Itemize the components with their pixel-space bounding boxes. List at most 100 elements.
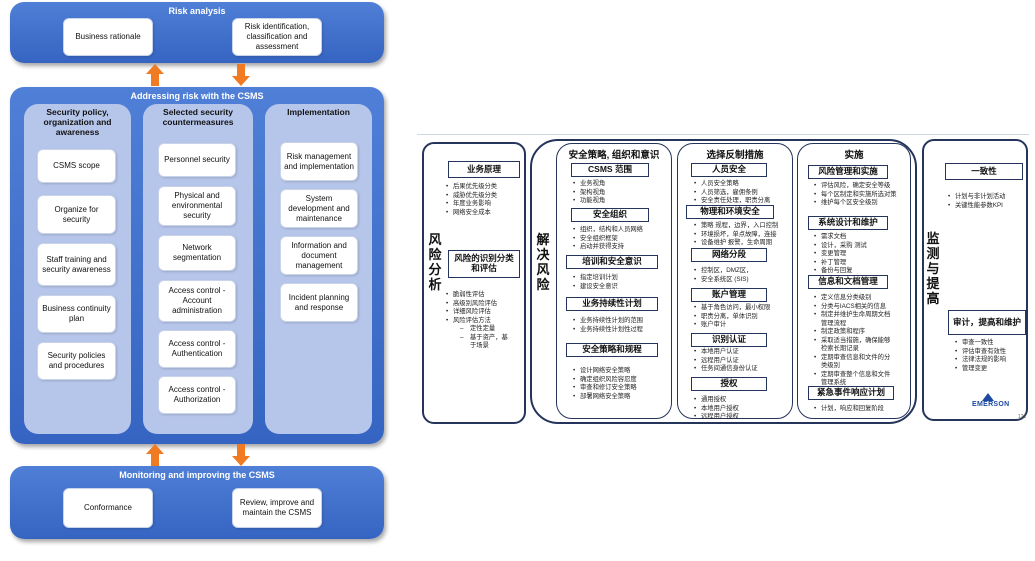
list-item: 人员筛选，雇佣条例 <box>694 189 770 198</box>
addressing-risk-title: Addressing risk with the CSMS <box>130 91 264 101</box>
list-item: 本地用户授权 <box>694 405 739 414</box>
list-item: 采取适当措施，确保能够 <box>814 337 890 346</box>
consistency-header: 一致性 <box>945 163 1023 180</box>
info-doc-header: 信息和文档管理 <box>808 275 888 289</box>
list-item: 策略 规程，边界，入口控制 <box>694 222 778 231</box>
risk-analysis-band: Risk analysis Business rationale Risk id… <box>10 2 384 63</box>
list-item: 风险评估方法 <box>446 317 508 326</box>
security-org-list: 组织，结构和人员网络 安全组织框架 启动并获得支持 <box>573 226 643 252</box>
personnel-security-box: Personnel security <box>158 143 236 177</box>
audit-list: 审查一致性 评估审查有效性 法律法规的影响 管理变更 <box>955 339 1006 373</box>
business-continuity-box: Business continuity plan <box>37 295 116 333</box>
account-mgmt-list: 基于角色访问，最小权限 职责分离，单体识别 账户审计 <box>694 304 770 330</box>
list-item: 设计网络安全策略 <box>573 367 637 376</box>
review-improve-box: Review, improve and maintain the CSMS <box>232 488 322 528</box>
solve-risk-vertical-label: 解决风险 <box>536 232 550 292</box>
authorization-header: 授权 <box>691 377 767 391</box>
personnel-header: 人员安全 <box>691 163 767 177</box>
implementation-column-title: Implementation <box>287 107 350 117</box>
list-item: 审查和修订安全策略 <box>573 384 637 393</box>
list-item: 架构视角 <box>573 189 605 198</box>
countermeasures-column: Selected security countermeasures Person… <box>143 104 253 434</box>
authentication-box: Access control - Authentication <box>158 330 236 368</box>
risk-analysis-title: Risk analysis <box>168 6 226 16</box>
monitoring-band: Monitoring and improving the CSMS Confor… <box>10 466 384 539</box>
list-item: 定义信息分类级别 <box>814 294 890 303</box>
emergency-header: 紧急事件响应计划 <box>808 386 894 400</box>
list-item: 定性定量 <box>446 325 508 334</box>
emerson-logo: EMERSON <box>972 401 1010 408</box>
security-policies-box: Security policies and procedures <box>37 342 116 380</box>
staff-training-box: Staff training and security awareness <box>37 243 116 286</box>
monitoring-title: Monitoring and improving the CSMS <box>119 470 275 480</box>
list-item: 安全组织框架 <box>573 235 643 244</box>
list-item: 环境损坏，单点故障，连接 <box>694 231 778 240</box>
list-item: 关键性能参数KPI <box>948 202 1005 211</box>
list-item: 指定培训计划 <box>573 274 618 283</box>
list-item: 计划，响应和回复阶段 <box>814 405 884 414</box>
risk-impl-list: 评估风险，确定安全等级 每个区制定和实施所选对策 维护每个区安全级别 <box>814 182 897 208</box>
business-rationale-box: Business rationale <box>63 18 153 56</box>
policy-procedure-list: 设计网络安全策略 确定组织风险容忍度 审查和修订安全策略 部署网络安全策略 <box>573 367 637 401</box>
list-item: 评估审查有效性 <box>955 348 1006 357</box>
list-item: 本地用户认证 <box>694 348 758 357</box>
list-item: 维护每个区安全级别 <box>814 199 897 208</box>
list-item: 详细风险评估 <box>446 308 508 317</box>
physical-list: 策略 规程，边界，入口控制 环境损坏，单点故障，连接 设备维护 报警，生命周期 <box>694 222 778 248</box>
identification-header: 识别认证 <box>691 333 767 347</box>
organize-security-box: Organize for security <box>37 195 116 234</box>
incident-planning-box: Incident planning and response <box>280 283 358 322</box>
list-item: 法律法规的影响 <box>955 356 1006 365</box>
system-development-box: System development and maintenance <box>280 189 358 228</box>
list-item: 人员安全策略 <box>694 180 770 189</box>
list-item: 审查一致性 <box>955 339 1006 348</box>
list-item: 定期审查整个信息和文件 <box>814 371 890 380</box>
list-item: 补丁管理 <box>814 259 867 268</box>
emergency-list: 计划，响应和回复阶段 <box>814 405 884 414</box>
list-item: 设备维护 报警，生命周期 <box>694 239 778 248</box>
list-item: 部署网络安全策略 <box>573 393 637 402</box>
list-item: 安全系统区 (SIS) <box>694 276 752 285</box>
list-item: 变更管理 <box>814 250 867 259</box>
audit-header: 审计，提高和维护 <box>948 310 1026 335</box>
implementation-heading: 实施 <box>844 150 864 161</box>
network-segmentation-box: Network segmentation <box>158 235 236 271</box>
physical-security-box: Physical and environmental security <box>158 186 236 226</box>
list-item: 管理流程 <box>821 319 847 327</box>
top-divider <box>417 134 1029 135</box>
risk-impl-header: 风险管理和实施 <box>808 165 888 179</box>
csms-scope-header: CSMS 范围 <box>571 163 649 177</box>
authorization-box: Access control - Authorization <box>158 376 236 414</box>
list-item: 业务视角 <box>573 180 605 189</box>
list-item: 于场景 <box>470 342 489 349</box>
continuity-header: 业务持续性计划 <box>566 297 658 311</box>
list-item: 建设安全意识 <box>573 283 618 292</box>
list-item: 分类与IACS相关的信息 <box>814 303 890 312</box>
monitor-vertical-label: 监测与提高 <box>926 231 940 306</box>
consistency-list: 计划与非计划活动 关键性能参数KPI <box>948 193 1005 210</box>
list-item: 组织，结构和人员网络 <box>573 226 643 235</box>
countermeasure-heading: 选择反制措施 <box>706 150 764 161</box>
list-item: 设计，采购 测试 <box>814 242 867 251</box>
list-item: 职责分离，单体识别 <box>694 313 770 322</box>
policy-procedure-header: 安全策略和规程 <box>566 343 658 357</box>
physical-header: 物理和环境安全 <box>686 205 774 219</box>
page-number: 121 <box>1018 414 1027 420</box>
arrow-up-icon <box>146 64 164 86</box>
list-item: 后果优先级分类 <box>446 183 497 192</box>
policy-org-heading: 安全策略, 组织和意识 <box>568 150 660 161</box>
business-principle-list: 后果优先级分类 威胁优先级分类 年度业务影响 网络安全成本 <box>446 183 497 217</box>
csms-scope-list: 业务视角 架构视角 功能视角 <box>573 180 605 206</box>
list-item: 年度业务影响 <box>446 200 497 209</box>
list-item: 管理系统 <box>821 379 847 386</box>
monitor-panel <box>922 139 1028 421</box>
list-item: 需求文档 <box>814 233 867 242</box>
arrow-down-icon <box>232 444 250 466</box>
implementation-column: Implementation Risk management and imple… <box>265 104 372 434</box>
list-item: 安全责任处理，职责分离 <box>694 197 770 206</box>
list-item: 备份与回复 <box>814 267 867 276</box>
account-mgmt-header: 账户管理 <box>691 288 767 302</box>
list-item: 远程用户认证 <box>694 357 758 366</box>
system-design-list: 需求文档 设计，采购 测试 变更管理 补丁管理 备份与回复 <box>814 233 867 276</box>
personnel-list: 人员安全策略 人员筛选，雇佣条例 安全责任处理，职责分离 <box>694 180 770 206</box>
